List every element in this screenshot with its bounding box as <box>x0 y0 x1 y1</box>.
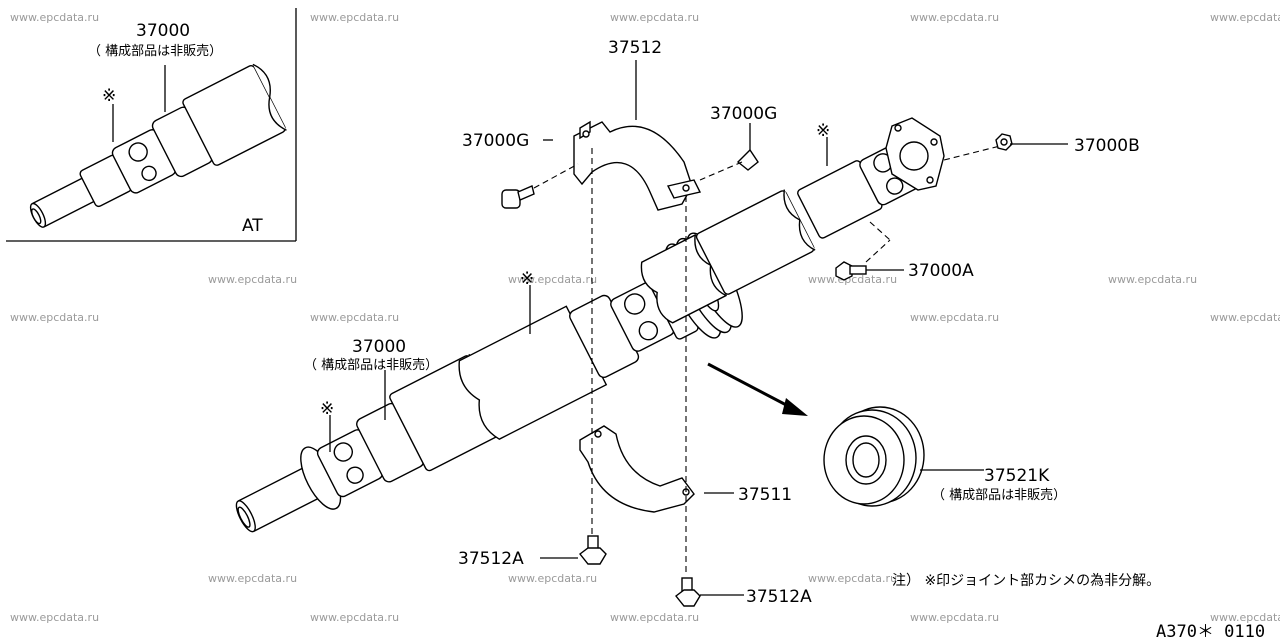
center-bearing-37521k <box>823 406 925 507</box>
label-37000g-left: 37000G <box>462 131 529 151</box>
rear-flange-plate <box>885 117 1001 191</box>
bolt-37000a <box>835 221 891 281</box>
watermark-text: www.epcdata.ru <box>910 311 999 324</box>
front-shaft-section <box>235 353 509 533</box>
bolt-37512a-left <box>579 535 607 565</box>
watermark-text: www.epcdata.ru <box>10 611 99 624</box>
label-37512: 37512 <box>608 38 662 58</box>
watermark-text: www.epcdata.ru <box>808 273 897 286</box>
inset-joint-mark: ※ <box>102 86 116 106</box>
nut-37000b <box>995 133 1013 151</box>
bracket-upper-37512 <box>573 120 702 211</box>
watermark-text: www.epcdata.ru <box>910 11 999 24</box>
label-37000-main-note: （ 構成部品は非販売） <box>304 357 438 373</box>
part-labels: 37512 37000G 37000G 37000B 37000A 37000 … <box>304 38 1140 607</box>
inset-variant-label: AT <box>242 216 263 236</box>
grommet-left-37000g <box>501 163 579 209</box>
footnote-joint-caulking: 注） ※印ジョイント部カシメの為非分解。 <box>892 573 1160 589</box>
watermark-text: www.epcdata.ru <box>10 311 99 324</box>
joint-mark-right: ※ <box>816 121 830 141</box>
grommet-right-37000g <box>699 148 759 181</box>
label-37521k: 37521K <box>984 466 1050 486</box>
label-37000b: 37000B <box>1074 136 1140 156</box>
watermark-text: www.epcdata.ru <box>1210 311 1280 324</box>
inset-not-sold-note: （ 構成部品は非販売） <box>88 43 222 59</box>
watermark-text: www.epcdata.ru <box>910 611 999 624</box>
watermark-text: www.epcdata.ru <box>10 11 99 24</box>
inset-part-number: 37000 <box>136 21 190 41</box>
watermark-text: www.epcdata.ru <box>610 11 699 24</box>
label-37000g-right: 37000G <box>710 104 777 124</box>
inset-shaft <box>29 63 287 228</box>
watermark-text: www.epcdata.ru <box>1108 273 1197 286</box>
watermark-text: www.epcdata.ru <box>208 273 297 286</box>
diagram-code: A370＊ 0110 <box>1156 622 1265 640</box>
watermark-text: www.epcdata.ru <box>1210 11 1280 24</box>
label-37511: 37511 <box>738 485 792 505</box>
watermark-text: www.epcdata.ru <box>610 611 699 624</box>
watermark-text: www.epcdata.ru <box>1210 611 1280 624</box>
label-37521k-note: （ 構成部品は非販売） <box>932 487 1066 503</box>
label-37512a-left: 37512A <box>458 549 524 569</box>
watermark-text: www.epcdata.ru <box>310 611 399 624</box>
watermark-text: www.epcdata.ru <box>508 572 597 585</box>
watermark-text: www.epcdata.ru <box>508 273 597 286</box>
watermark-text: www.epcdata.ru <box>310 311 399 324</box>
label-37000a: 37000A <box>908 261 974 281</box>
joint-mark-left: ※ <box>320 399 334 419</box>
bolt-37512a-bottom <box>675 577 701 607</box>
detail-arrow <box>707 362 808 416</box>
watermark-text: www.epcdata.ru <box>310 11 399 24</box>
label-37512a-bottom: 37512A <box>746 587 812 607</box>
inset-at-variant: 37000 （ 構成部品は非販売） ※ AT <box>6 8 297 242</box>
joint-mark-middle: ※ <box>520 269 534 289</box>
watermark-text: www.epcdata.ru <box>808 572 897 585</box>
watermarks: www.epcdata.ru www.epcdata.ru www.epcdat… <box>10 11 1280 624</box>
label-37000-main: 37000 <box>352 337 406 357</box>
bracket-lower-37511 <box>579 425 695 513</box>
watermark-text: www.epcdata.ru <box>208 572 297 585</box>
leader-lines <box>329 60 1068 596</box>
main-shaft-assembly <box>235 117 1013 533</box>
